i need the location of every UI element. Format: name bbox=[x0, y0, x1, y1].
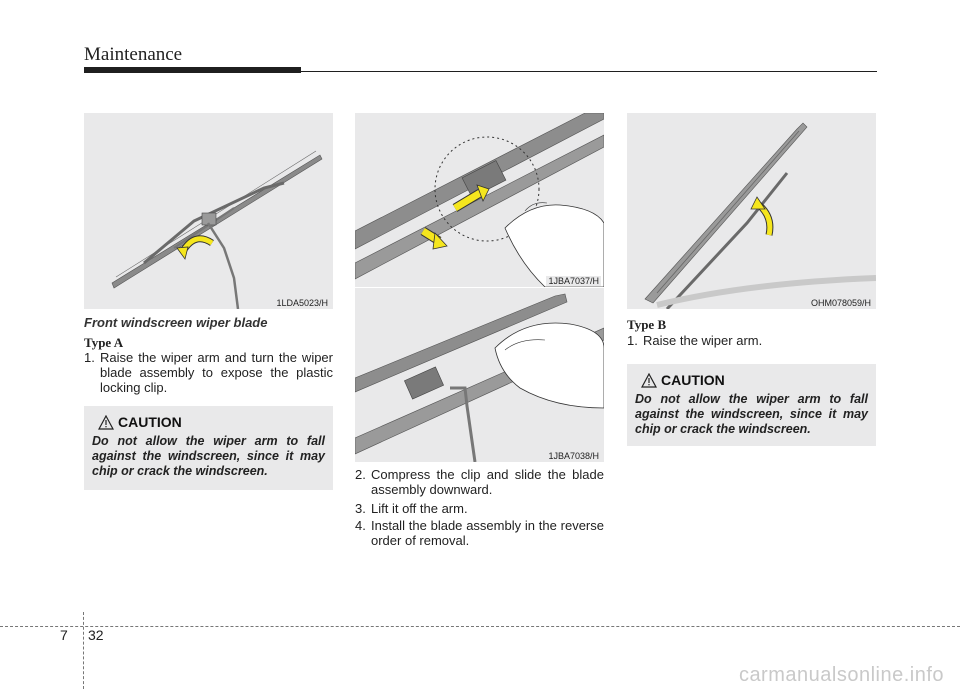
footer-divider bbox=[83, 612, 84, 689]
step-number: 2. bbox=[355, 467, 366, 482]
caution-box: CAUTION Do not allow the wiper arm to fa… bbox=[84, 406, 333, 490]
lift-off-illustration bbox=[355, 293, 604, 462]
step-text: Lift it off the arm. bbox=[371, 501, 468, 516]
footer-rule bbox=[0, 626, 960, 627]
step-item: 1. Raise the wiper arm. bbox=[627, 333, 876, 348]
caution-box: CAUTION Do not allow the wiper arm to fa… bbox=[627, 364, 876, 446]
watermark: carmanualsonline.info bbox=[738, 664, 944, 686]
caution-text: Do not allow the wiper arm to fall again… bbox=[635, 392, 868, 436]
page-header-title: Maintenance bbox=[84, 44, 183, 65]
header-rule-thin bbox=[301, 71, 877, 72]
warning-triangle-icon bbox=[641, 372, 657, 388]
step-item: 4. Install the blade assembly in the rev… bbox=[355, 518, 604, 548]
caution-title: CAUTION bbox=[118, 414, 182, 430]
type-label: Type A bbox=[84, 335, 124, 350]
step-text: Install the blade assembly in the revers… bbox=[371, 518, 604, 548]
page-number: 32 bbox=[88, 627, 104, 643]
caution-title: CAUTION bbox=[661, 372, 725, 388]
step-number: 1. bbox=[84, 350, 95, 365]
figure-code: 1LDA5023/H bbox=[274, 298, 330, 308]
wiper-illustration bbox=[111, 150, 323, 309]
step-item: 1. Raise the wiper arm and turn the wipe… bbox=[84, 350, 333, 395]
chapter-number: 7 bbox=[60, 627, 68, 643]
step-item: 2. Compress the clip and slide the blade… bbox=[355, 467, 604, 497]
type-b-wiper-illustration bbox=[644, 122, 876, 309]
figure-code: 1JBA7038/H bbox=[546, 451, 601, 461]
step-number: 3. bbox=[355, 501, 366, 516]
warning-triangle-icon bbox=[98, 414, 114, 430]
header-rule-thick bbox=[84, 67, 301, 73]
figure-type-b-wiper: OHM078059/H bbox=[627, 113, 876, 309]
step-item: 3. Lift it off the arm. bbox=[355, 501, 604, 516]
figure-type-a-wiper: 1LDA5023/H bbox=[84, 113, 333, 309]
figure-code: 1JBA7037/H bbox=[546, 276, 601, 286]
caution-text: Do not allow the wiper arm to fall again… bbox=[92, 434, 325, 478]
step-text: Raise the wiper arm. bbox=[643, 333, 763, 348]
clip-compress-illustration bbox=[355, 113, 604, 287]
step-number: 4. bbox=[355, 518, 366, 533]
step-text: Compress the clip and slide the blade as… bbox=[371, 467, 604, 497]
figure-compress-clip: 1JBA7037/H bbox=[355, 113, 604, 287]
step-number: 1. bbox=[627, 333, 638, 348]
figure-code: OHM078059/H bbox=[808, 298, 873, 308]
step-text: Raise the wiper arm and turn the wiper b… bbox=[100, 350, 333, 395]
type-label: Type B bbox=[627, 317, 667, 332]
section-title: Front windscreen wiper blade bbox=[84, 315, 268, 330]
figure-lift-off-arm: 1JBA7038/H bbox=[355, 288, 604, 462]
